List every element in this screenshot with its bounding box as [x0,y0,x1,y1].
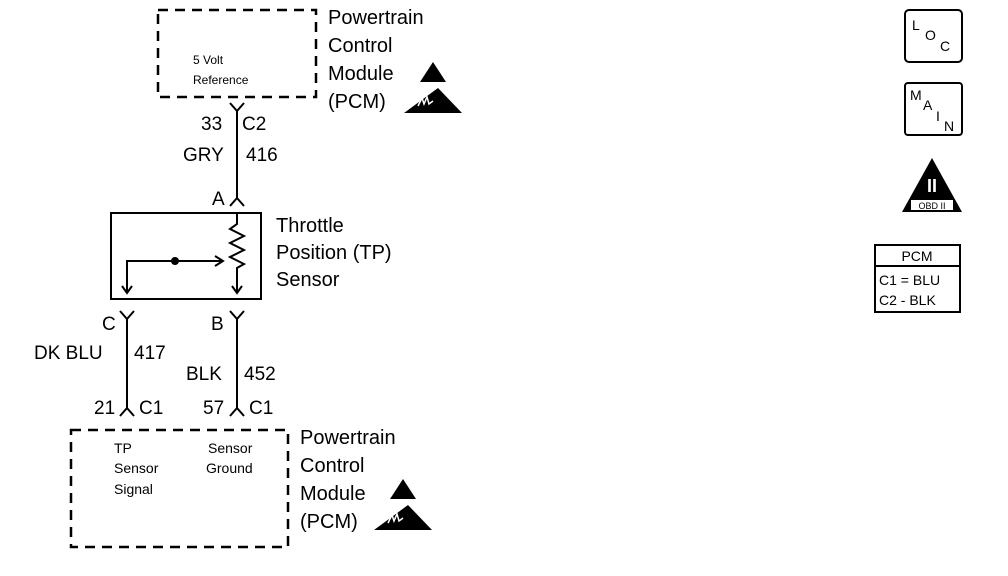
pcm-bottom-left-label-3: Signal [114,481,153,497]
sensor-title-2: Position (TP) [276,242,392,264]
pcm-bottom-right-label-1: Sensor [208,440,253,456]
loc-letter-c: C [940,38,950,54]
pcm-top-title-2: Control [328,35,392,57]
connector-c1-left-symbol [119,406,135,417]
pcm-table-header: PCM [901,248,932,264]
obd-roman: II [927,176,937,196]
sensor-title-1: Throttle [276,215,344,237]
main-letter-n: N [944,118,954,134]
pcm-top-title-1: Powertrain [328,7,424,29]
pcm-top-title-4: (PCM) [328,91,386,113]
pcm-table-row-2: C2 - BLK [879,292,936,308]
main-letter-m: M [910,87,922,103]
wire-top-connector: C2 [242,114,266,135]
sensor-terminal-b: B [211,314,224,335]
pcm-top-inner-label-2: Reference [193,73,249,87]
connector-c2-symbol [229,102,245,113]
pcm-bottom-title-4: (PCM) [300,511,358,533]
tp-wiper-line [126,260,222,292]
terminal-c-symbol [119,310,135,321]
wire-top-color: GRY [183,145,224,166]
loc-letter-o: O [925,27,936,43]
obd-label-bg [911,200,953,210]
terminal-a-symbol [229,196,245,207]
wire-left-color: DK BLU [34,343,103,364]
tp-resistor [227,213,247,292]
loc-letter-l: L [912,17,920,33]
wiper-arrow-down [121,285,133,295]
warning-icon [390,479,416,499]
loc-badge-frame [904,9,963,63]
main-letter-i: I [936,108,940,124]
terminal-b-symbol [229,310,245,321]
pcm-bottom-left-label-1: TP [114,440,132,456]
connector-c1-right-symbol [229,406,245,417]
pcm-bottom-right-label-2: Ground [206,460,253,476]
pcm-bottom-left-label-2: Sensor [114,460,159,476]
sensor-title-3: Sensor [276,269,340,291]
pcm-bottom-title-3: Module [300,483,366,505]
pcm-bottom-title-2: Control [300,455,364,477]
wire-right-color: BLK [186,364,222,385]
main-badge-frame [904,82,963,136]
resistor-arrow-down [231,285,243,295]
loc-badge: L O C [904,9,963,63]
pcm-top-box [156,8,318,99]
wire-right-connector: C1 [249,398,273,419]
wire-top-circuit: 416 [246,145,278,166]
esd-hand-icon [374,505,432,530]
warning-icon [420,62,446,82]
wiper-node [171,257,179,265]
pcm-bottom-box [69,428,290,549]
obd-ii-icon: II OBD II [902,158,962,212]
pcm-table-row-1: C1 = BLU [879,272,940,288]
main-letter-a: A [923,97,933,113]
pcm-top-title-3: Module [328,63,394,85]
esd-hand-icon [404,88,462,113]
pcm-table-frame [874,244,961,313]
obd-label: OBD II [918,201,945,211]
sensor-terminal-a: A [212,189,225,210]
tp-sensor-box [110,212,262,300]
main-badge: M A I N [904,82,963,136]
sensor-terminal-c: C [102,314,116,335]
wire-right-pin: 57 [203,398,224,419]
pcm-top-inner-label-1: 5 Volt [193,53,224,67]
pcm-bottom-title-1: Powertrain [300,427,396,449]
wire-left-connector: C1 [139,398,163,419]
wire-left-pin: 21 [94,398,115,419]
wire-top-pin: 33 [201,114,222,135]
wire-right-circuit: 452 [244,364,276,385]
wiper-arrow [214,255,225,267]
wire-left-circuit: 417 [134,343,166,364]
pcm-connector-table: PCM C1 = BLU C2 - BLK [874,244,961,313]
